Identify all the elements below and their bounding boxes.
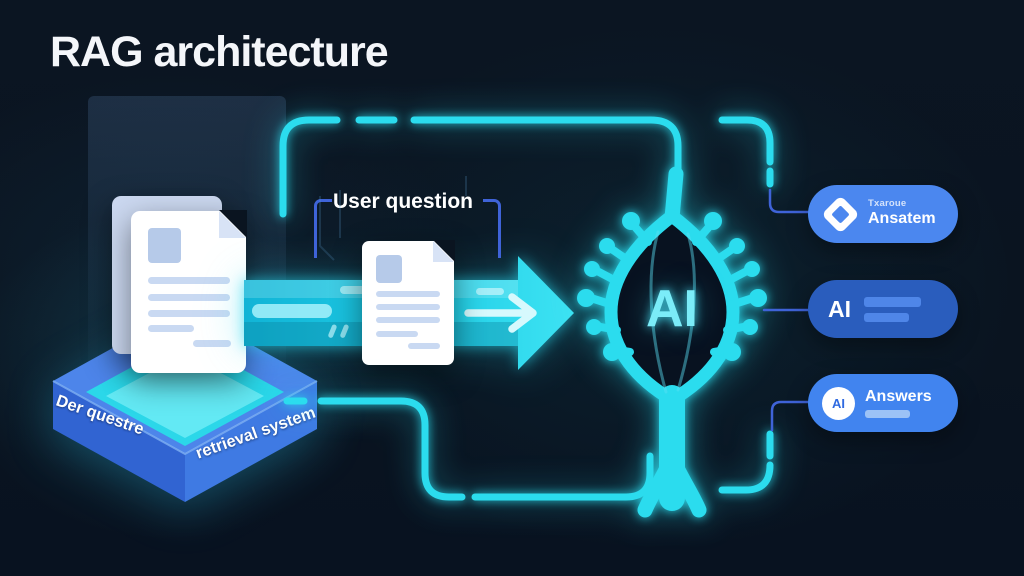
right-bracket-icon <box>483 199 501 258</box>
arrow-chevron-icon <box>464 293 537 333</box>
document-text-line <box>376 317 440 323</box>
output-card-ai-model: AI <box>808 280 958 338</box>
document-image-placeholder <box>376 255 402 283</box>
output-card-answers: AI Answers <box>808 374 958 432</box>
neuron-dendrites-left <box>590 224 652 356</box>
output-card-title: Ansatem <box>868 210 936 228</box>
ai-model-label: AI <box>828 295 851 322</box>
document-text-line <box>376 291 440 297</box>
output-card-answer-system: Txaroue Ansatem <box>808 185 958 243</box>
neon-frame <box>279 116 774 518</box>
ai-circle-icon: AI <box>822 386 855 420</box>
document-text-line <box>148 294 230 301</box>
neuron-veins <box>649 230 696 394</box>
query-document <box>362 240 455 365</box>
pill-connectors <box>762 188 810 432</box>
document-text-line <box>376 331 418 337</box>
text-line-bar <box>865 410 910 419</box>
text-line-bar <box>864 296 921 307</box>
page-title: RAG architecture <box>50 28 389 76</box>
document-text-line <box>408 343 440 349</box>
document-text-line <box>193 340 231 347</box>
document-image-placeholder <box>148 228 181 263</box>
background-traces <box>319 176 467 261</box>
ai-core-label: AI <box>646 280 698 338</box>
document-text-line <box>148 310 230 317</box>
text-line-bars <box>864 296 921 322</box>
text-line-bar <box>864 312 909 322</box>
left-bracket-icon <box>314 199 332 258</box>
document-text-line <box>148 325 194 332</box>
diamond-badge-icon <box>821 194 860 234</box>
front-document <box>131 210 247 373</box>
document-text-line <box>376 304 440 310</box>
neuron-terminal-dots <box>577 212 767 361</box>
document-text-line <box>148 277 230 284</box>
answers-label: Answers <box>865 387 932 405</box>
user-question-label: User question <box>332 190 474 213</box>
output-card-subtitle: Txaroue <box>868 198 907 210</box>
